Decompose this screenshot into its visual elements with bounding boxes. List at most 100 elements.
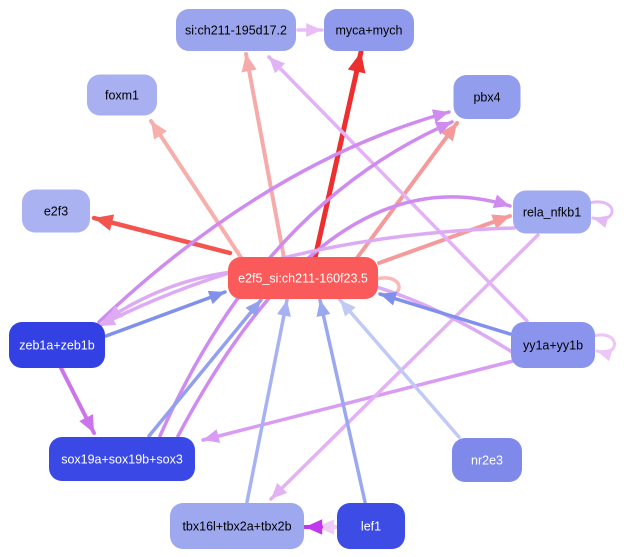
edge-line xyxy=(158,120,454,438)
edge-line xyxy=(269,233,540,501)
node-label: yy1a+yy1b xyxy=(523,339,583,353)
edge-sox19a_sox19b_sox3-rela_nfkb1[interactable] xyxy=(176,194,512,438)
node-nr2e3[interactable]: nr2e3 xyxy=(452,438,522,482)
edge-sox19a_sox19b_sox3-e2f5_si_ch211_160f23_5[interactable] xyxy=(147,298,263,438)
node-myca_mych[interactable]: myca+mych xyxy=(324,9,414,51)
edge-line xyxy=(244,52,286,260)
edges-layer xyxy=(59,22,616,535)
node-shape xyxy=(170,503,304,549)
edge-arrowhead xyxy=(491,214,510,230)
edge-line xyxy=(149,119,244,261)
edge-e2f5_si_ch211_160f23_5-e2f3[interactable] xyxy=(91,214,233,256)
node-shape xyxy=(511,322,595,368)
edge-line xyxy=(147,298,263,438)
node-shape xyxy=(513,190,591,234)
edge-line xyxy=(91,215,233,256)
node-lef1[interactable]: lef1 xyxy=(337,503,405,549)
node-pbx4[interactable]: pbx4 xyxy=(453,75,521,119)
node-shape xyxy=(49,437,195,481)
edge-e2f5_si_ch211_160f23_5-rela_nfkb1[interactable] xyxy=(377,214,512,265)
node-foxm1[interactable]: foxm1 xyxy=(87,74,157,116)
node-zeb1a_zeb1b[interactable]: zeb1a+zeb1b xyxy=(9,322,105,368)
edge-arrowhead xyxy=(316,300,331,317)
node-e2f5_si_ch211_160f23_5[interactable]: e2f5_si:ch211-160f23.5 xyxy=(228,257,378,299)
node-yy1a_yy1b[interactable]: yy1a+yy1b xyxy=(511,322,595,368)
edge-arrowhead xyxy=(305,519,323,535)
edge-arrowhead xyxy=(340,300,356,317)
edge-rela_nfkb1-rela_nfkb1-self[interactable] xyxy=(587,200,614,228)
edge-line xyxy=(355,121,459,260)
node-sox19a_sox19b_sox3[interactable]: sox19a+sox19b+sox3 xyxy=(49,437,195,481)
edge-e2f5_si_ch211_160f23_5-si_ch211_195d17_2[interactable] xyxy=(241,52,286,260)
edge-yy1a_yy1b-e2f5_si_ch211_160f23_5[interactable] xyxy=(378,291,512,336)
edge-yy1a_yy1b-si_ch211_195d17_2[interactable] xyxy=(267,55,529,323)
edge-arrowhead xyxy=(241,54,257,73)
edge-arrowhead xyxy=(99,312,117,326)
edge-si_ch211_195d17_2-myca_mych[interactable] xyxy=(296,22,324,38)
edge-arrowhead xyxy=(245,300,261,317)
node-tbx16l_tbx2a_tbx2b[interactable]: tbx16l+tbx2a+tbx2b xyxy=(170,503,304,549)
edge-line xyxy=(377,214,512,265)
edge-zeb1a_zeb1b-pbx4[interactable] xyxy=(97,109,451,324)
edge-line xyxy=(267,55,529,323)
edge-rela_nfkb1-tbx16l_tbx2a_tbx2b[interactable] xyxy=(269,233,540,501)
edge-e2f5_si_ch211_160f23_5-myca_mych[interactable] xyxy=(312,49,366,261)
node-label: si:ch211-195d17.2 xyxy=(185,24,287,38)
edge-arrowhead xyxy=(380,291,398,306)
node-label: foxm1 xyxy=(105,89,139,103)
node-label: nr2e3 xyxy=(471,454,503,468)
edge-arrowhead xyxy=(440,123,457,142)
node-label: e2f5_si:ch211-160f23.5 xyxy=(238,272,368,286)
edge-arrowhead xyxy=(207,290,225,305)
edge-arrowhead xyxy=(317,519,335,535)
node-shape xyxy=(176,9,296,51)
edge-line xyxy=(245,298,289,504)
edge-arrowhead xyxy=(431,109,449,124)
edge-e2f5_si_ch211_160f23_5-pbx4[interactable] xyxy=(355,121,459,260)
edge-arrowhead xyxy=(347,52,366,74)
edge-arrowhead xyxy=(79,414,94,433)
node-shape xyxy=(228,257,378,299)
node-label: myca+mych xyxy=(335,24,402,38)
edge-arrowhead xyxy=(269,57,286,74)
edge-zeb1a_zeb1b-e2f5_si_ch211_160f23_5[interactable] xyxy=(104,290,227,338)
edge-sox19a_sox19b_sox3-pbx4[interactable] xyxy=(158,120,454,438)
node-label: zeb1a+zeb1b xyxy=(19,339,94,353)
edge-tbx16l_tbx2a_tbx2b-e2f5_si_ch211_160f23_5[interactable] xyxy=(245,298,291,504)
edge-yy1a_yy1b-yy1a_yy1b-self[interactable] xyxy=(591,333,616,362)
node-si_ch211_195d17_2[interactable]: si:ch211-195d17.2 xyxy=(176,9,296,51)
node-label: pbx4 xyxy=(473,91,500,105)
edge-nr2e3-e2f5_si_ch211_160f23_5[interactable] xyxy=(338,298,461,439)
edge-line xyxy=(97,226,516,328)
edge-arrowhead xyxy=(277,300,291,317)
edge-arrowhead xyxy=(151,121,167,140)
edge-arrowhead xyxy=(434,121,452,135)
node-label: e2f3 xyxy=(44,205,68,219)
edge-zeb1a_zeb1b-sox19a_sox19b_sox3[interactable] xyxy=(59,366,96,435)
edge-yy1a_yy1b-sox19a_sox19b_sox3[interactable] xyxy=(201,359,515,443)
edge-line xyxy=(104,290,227,338)
edge-lef1-e2f5_si_ch211_160f23_5[interactable] xyxy=(316,298,367,504)
node-rela_nfkb1[interactable]: rela_nfkb1 xyxy=(513,190,591,234)
edge-arrowhead xyxy=(492,194,510,209)
edge-line xyxy=(587,200,614,221)
nodes-layer: si:ch211-195d17.2 myca+mych foxm1 pbx4 e2f3 r… xyxy=(9,9,595,549)
node-shape xyxy=(87,74,157,116)
edge-arrowhead xyxy=(306,22,322,38)
node-e2f3[interactable]: e2f3 xyxy=(22,189,90,233)
edge-e2f5_si_ch211_160f23_5-foxm1[interactable] xyxy=(149,119,244,261)
edge-arrowhead xyxy=(597,348,613,362)
edge-arrowhead xyxy=(593,215,609,228)
node-label: rela_nfkb1 xyxy=(523,206,581,220)
edge-line xyxy=(378,292,512,336)
node-shape xyxy=(337,503,405,549)
edge-line xyxy=(201,359,515,442)
node-shape xyxy=(452,438,522,482)
edge-rela_nfkb1-zeb1a_zeb1b[interactable] xyxy=(97,226,516,328)
edge-lef1-tbx16l_tbx2a_tbx2b[interactable] xyxy=(303,519,323,535)
node-label: sox19a+sox19b+sox3 xyxy=(61,453,183,467)
edge-arrowhead xyxy=(271,482,288,499)
node-label: lef1 xyxy=(361,520,381,534)
